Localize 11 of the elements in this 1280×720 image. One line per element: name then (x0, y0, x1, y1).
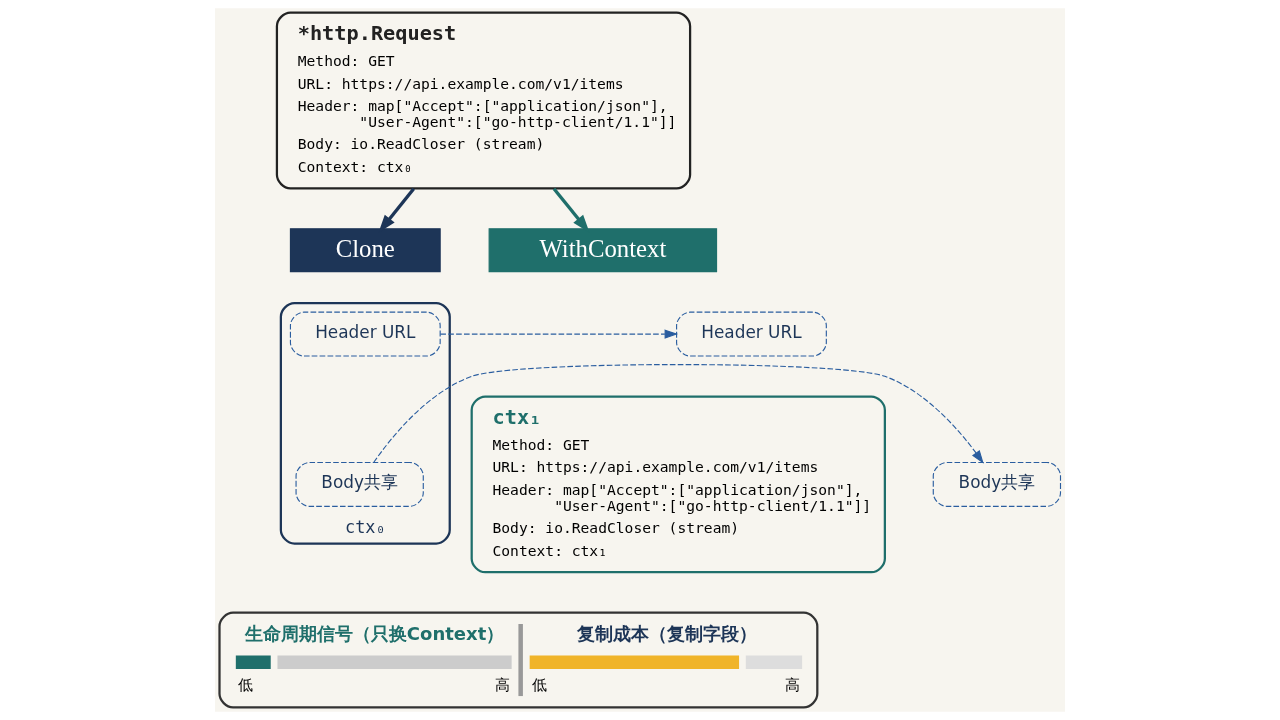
arrow (439, 329, 679, 339)
node-box: Header URL (676, 311, 827, 357)
node-box: *http.Request Method: GET URL: https://api.example.com/v1/items Header: map["Accept":["application/json"], "User-Agent":["go-http-client/1.1"]] Body: io.ReadCloser (stream) Context: ctx₀ (275, 11, 692, 190)
node-box: Body共享 (295, 461, 424, 507)
node-box: Body共享 (932, 461, 1062, 507)
node-box: ctx₁ Method: GET URL: https://api.example.com/v1/items Header: map["Accept":["application/json"], "User-Agent":["go-http-client/1.1"]] Body: io.ReadCloser (stream) Context: ctx₁ (470, 395, 886, 574)
node-box: Header URL (289, 311, 441, 357)
node-box: Clone (289, 228, 441, 273)
arrow (373, 364, 984, 464)
node-box: WithContext (488, 228, 718, 273)
node-box: 生命周期信号（只换Context） 复制成本（复制字段） 低 高 低 高 (218, 611, 819, 709)
